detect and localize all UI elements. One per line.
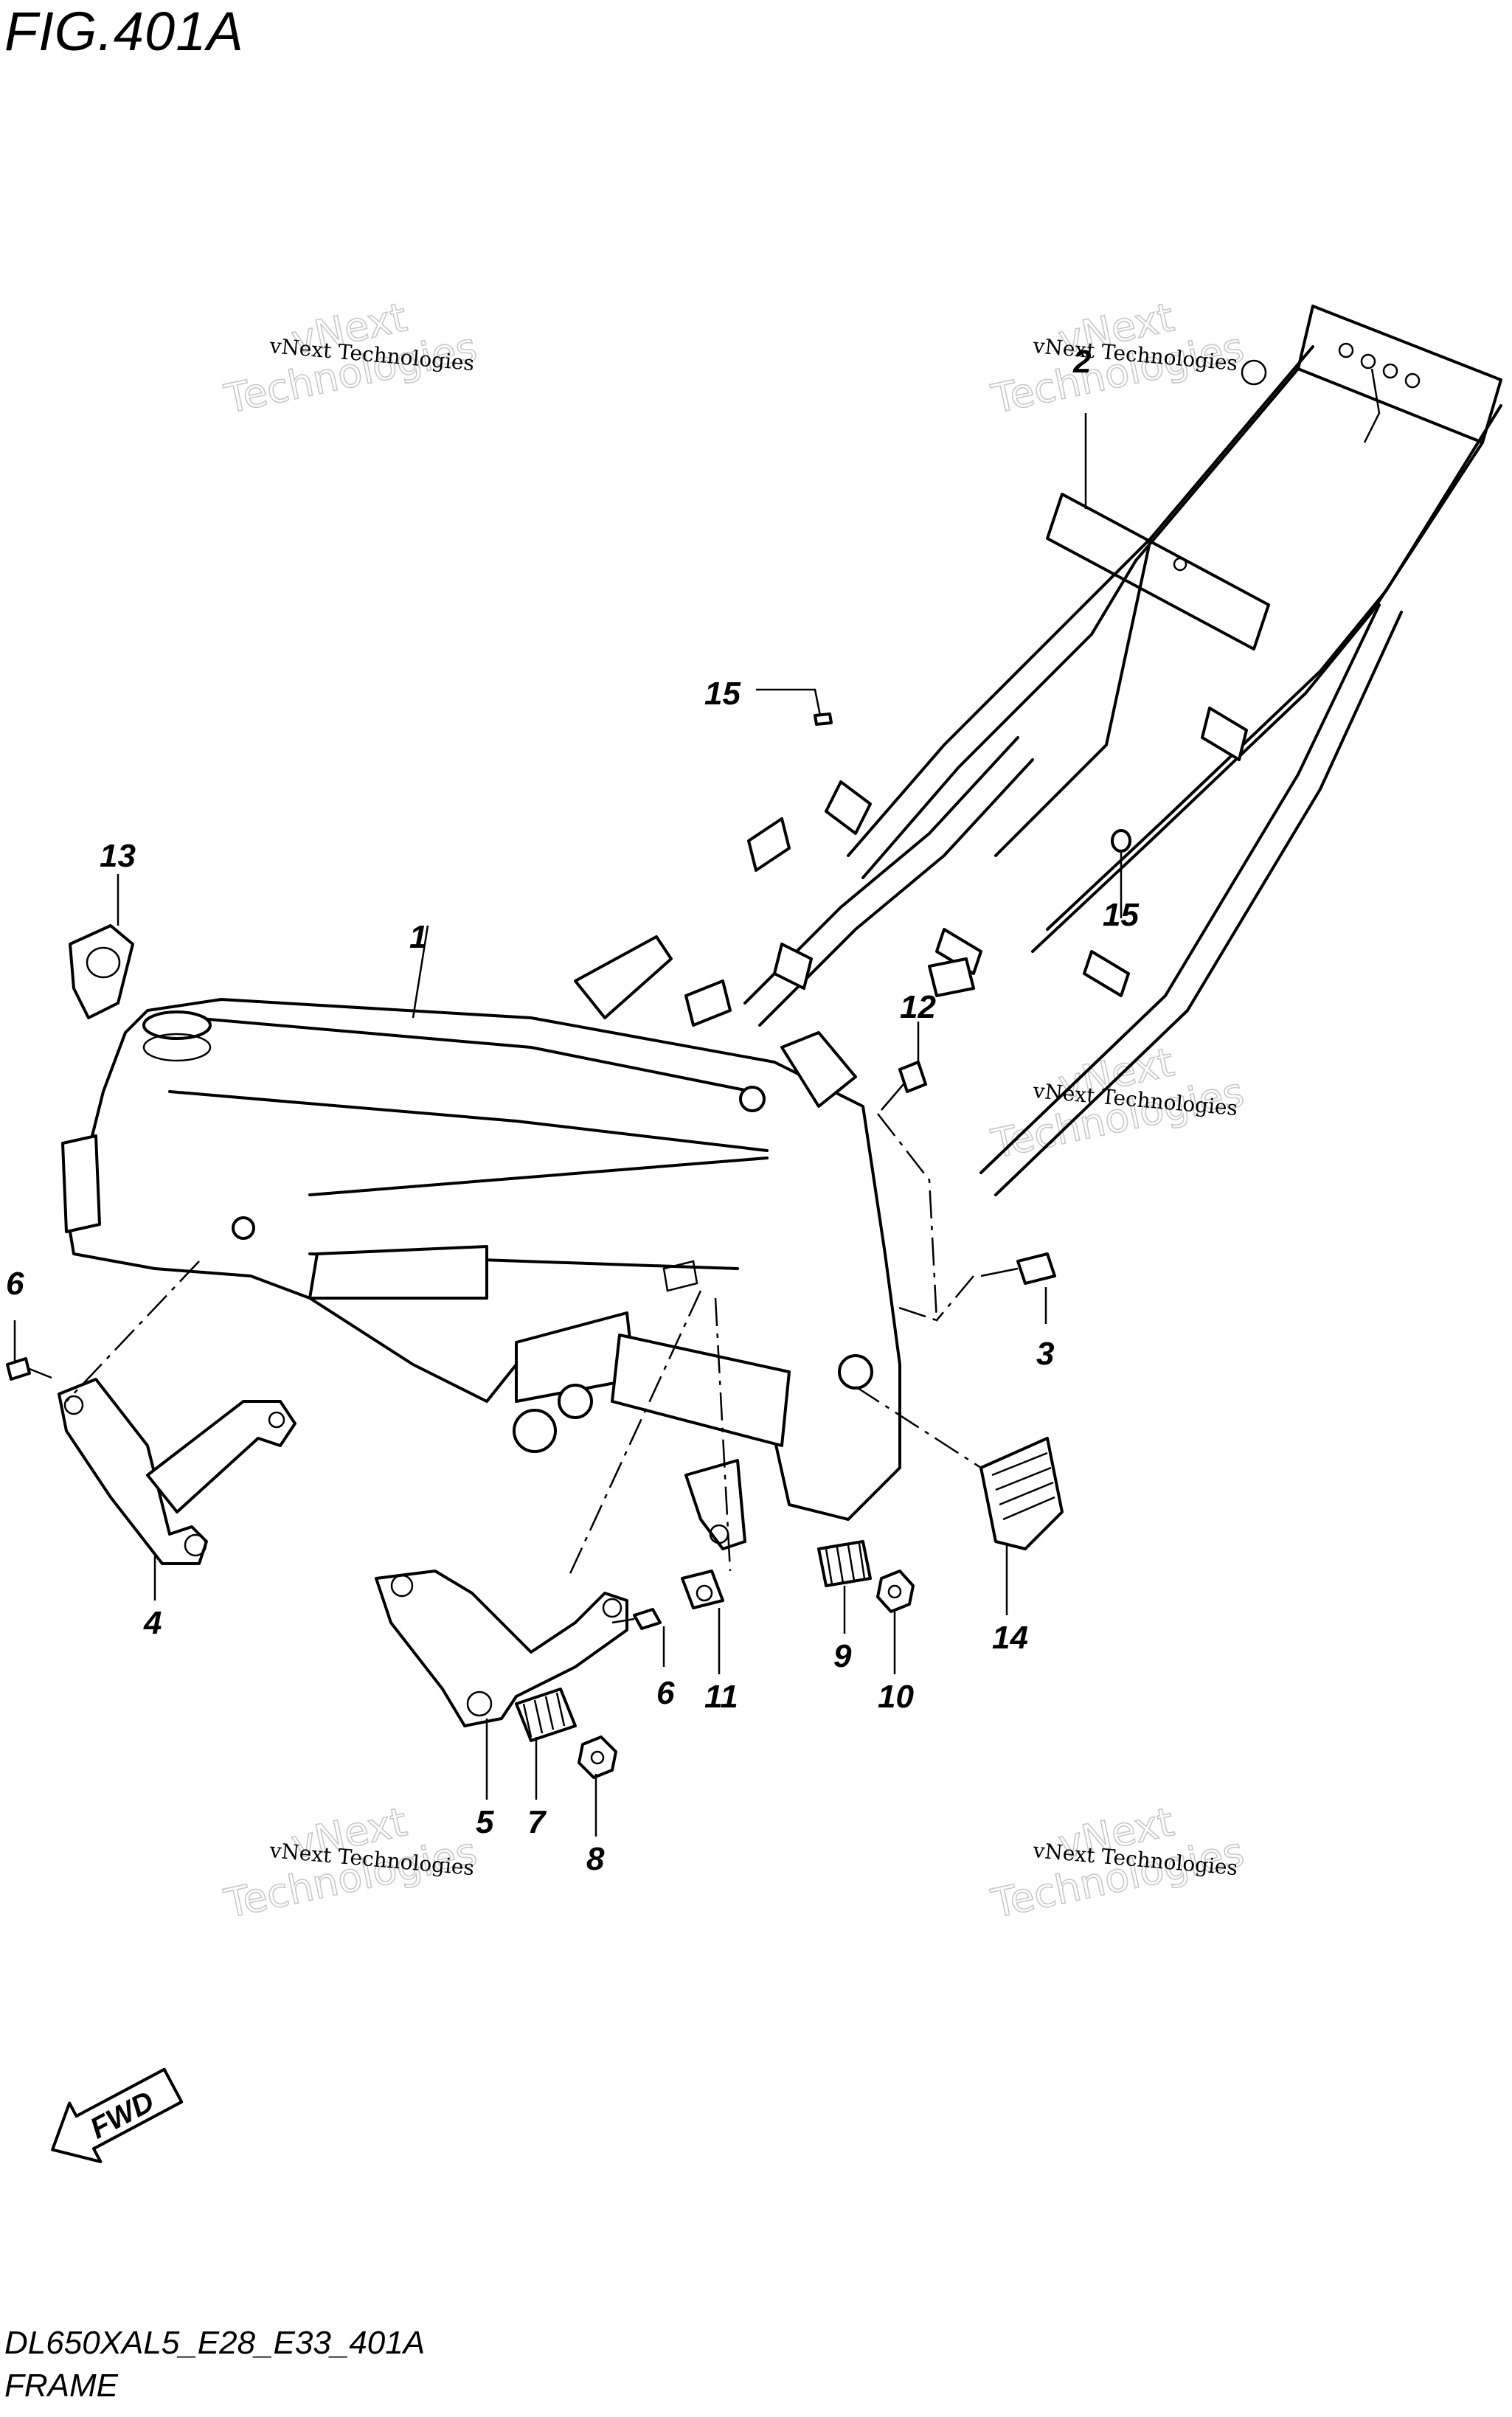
callout-15-lower: 15 <box>1103 897 1139 933</box>
leader-lines <box>13 413 1123 1837</box>
figure-title: FIG.401A <box>4 1 244 62</box>
part-7-spring <box>515 1688 577 1742</box>
part-10-nut <box>876 1570 915 1613</box>
callout-11: 11 <box>704 1679 738 1715</box>
part-5-bracket <box>375 1570 628 1727</box>
part-2-rear-subframe <box>684 305 1502 1196</box>
callout-5: 5 <box>476 1804 494 1840</box>
small-hardware <box>6 712 1131 1779</box>
callout-7: 7 <box>527 1804 547 1840</box>
part-12-bolt <box>881 1061 927 1111</box>
watermark-top-right: Technologies vNext vNext Technologies <box>987 293 1249 423</box>
callout-6-right: 6 <box>656 1675 675 1711</box>
assembly-lines <box>66 1113 982 1579</box>
callout-12: 12 <box>900 989 936 1025</box>
part-1-main-frame <box>61 935 901 1550</box>
diagram-code: DL650XAL5_E28_E33_401A <box>4 2325 426 2361</box>
callout-1: 1 <box>409 919 427 955</box>
callout-10: 10 <box>878 1679 914 1715</box>
callout-labels: 1 2 3 4 5 6 6 7 8 9 10 11 12 13 14 15 15 <box>6 344 1139 1877</box>
part-15-pin-upper <box>814 712 833 726</box>
part-6-bolt-right <box>611 1608 662 1630</box>
watermark-bottom-left: Technologies vNext vNext Technologies <box>220 1797 482 1927</box>
part-6-bolt-left <box>6 1357 52 1381</box>
fwd-arrow: FWD <box>51 2067 184 2163</box>
part-14-plate <box>979 1437 1064 1550</box>
part-11-bush <box>681 1570 724 1609</box>
callout-14: 14 <box>992 1620 1028 1656</box>
callout-8: 8 <box>586 1841 605 1877</box>
watermark-top-left: Technologies vNext vNext Technologies <box>220 293 482 423</box>
callout-4: 4 <box>143 1605 162 1641</box>
callout-9: 9 <box>833 1638 852 1674</box>
part-9-spring <box>817 1540 872 1587</box>
diagram-caption: FRAME <box>4 2368 118 2404</box>
callout-13: 13 <box>100 838 136 874</box>
part-13-cap <box>69 924 134 1019</box>
watermark-mid-right: Technologies vNext vNext Technologies <box>987 1038 1249 1168</box>
part-15-pin-lower <box>1111 829 1131 853</box>
part-3-bolt <box>980 1252 1056 1285</box>
callout-6-left: 6 <box>6 1266 24 1302</box>
watermark-bottom-right: Technologies vNext vNext Technologies <box>987 1797 1249 1927</box>
part-8-nut <box>578 1735 617 1779</box>
callout-15-upper: 15 <box>704 676 741 712</box>
callout-2: 2 <box>1072 344 1092 380</box>
part-4-bracket <box>58 1378 296 1565</box>
callout-3: 3 <box>1036 1336 1054 1372</box>
